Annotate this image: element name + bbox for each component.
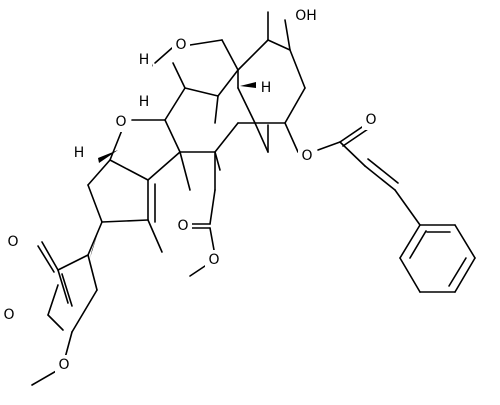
o-furan-mid: O [115,114,126,130]
o-lactone-carbonyl: O [7,234,18,250]
stereo-bonds [90,58,256,258]
h-left: H [74,145,85,161]
o-lactone-ring: O [3,307,14,323]
o-methoxy: O [58,357,69,373]
o-ester-carbonyl: O [365,112,376,128]
bond-lines [31,11,476,386]
o-acetate-carbonyl: O [177,218,188,234]
o-ester-link: O [301,148,312,164]
o-hydroxyl: OH [295,8,317,24]
atom-labels: O OH H H H O H O O O O O O O [0,6,380,375]
o-methyl-ester: O [208,252,219,268]
h-top-right: H [261,80,272,96]
h-mid-left: H [139,94,150,110]
o-furan-top: O [175,37,186,53]
h-top-left: H [139,52,150,68]
